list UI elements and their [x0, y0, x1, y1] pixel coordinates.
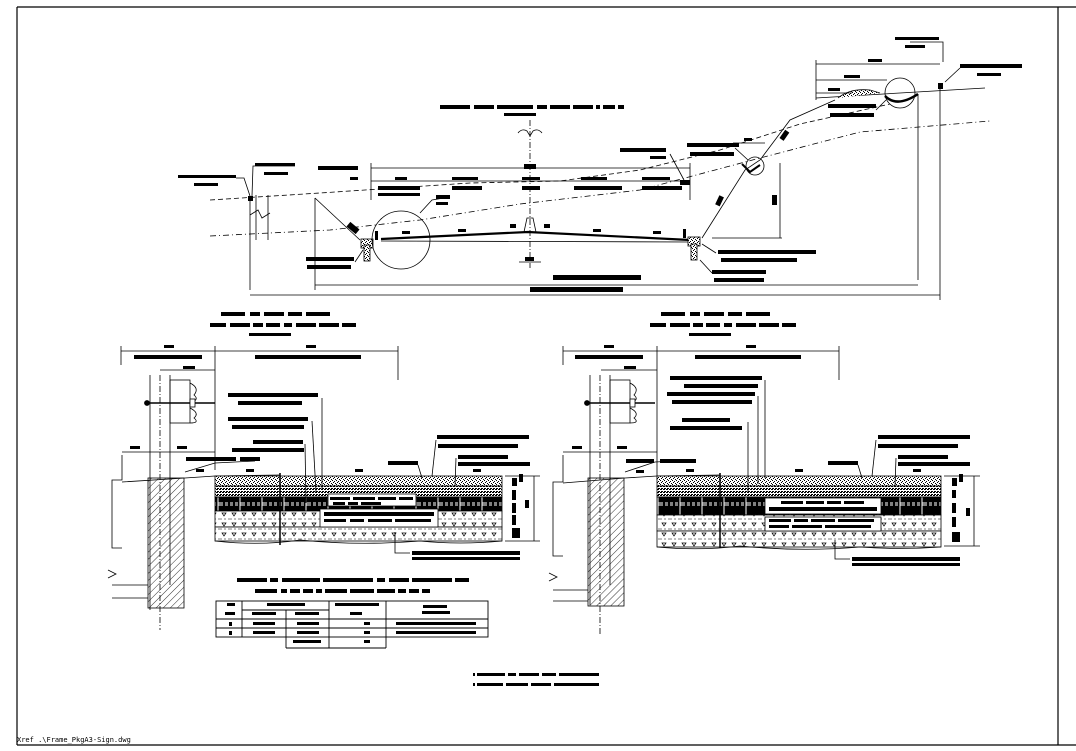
materials-table — [215, 578, 489, 649]
detail-right-callouts — [667, 376, 970, 566]
detail-right-title — [650, 312, 796, 336]
pavement-layers-right — [656, 473, 942, 550]
left-row-marker — [178, 163, 295, 290]
detail-left-callouts — [228, 393, 530, 560]
carriageway — [380, 217, 691, 263]
sheet-border — [16, 6, 1076, 746]
detail-left-title — [210, 312, 356, 336]
existing-ground-line — [209, 103, 891, 201]
pavement-detail-left — [107, 312, 540, 630]
right-row-marker — [895, 37, 1022, 300]
left-drain — [360, 231, 378, 262]
right-drain — [683, 229, 701, 261]
guardrail-post-left — [144, 375, 215, 630]
guardrail-post-right — [584, 375, 655, 635]
lane-labels — [318, 143, 739, 196]
berm-ditch — [837, 77, 919, 280]
break-symbol — [249, 195, 271, 240]
general-notes — [473, 673, 599, 686]
pavement-detail-right — [548, 312, 980, 635]
typical-cross-section — [178, 37, 1022, 300]
drain-labels — [306, 250, 816, 282]
pavement-layers-left — [214, 473, 503, 545]
table-title — [237, 578, 469, 593]
detail-circle-ditch — [745, 156, 765, 176]
lamp-post-icon — [517, 120, 543, 268]
xref-file-path: Xref .\Frame_PkgA3-Sign.dwg — [17, 736, 131, 744]
lower-ground-line — [209, 120, 991, 237]
section-title — [440, 105, 624, 116]
detail-circle-left — [371, 210, 431, 270]
